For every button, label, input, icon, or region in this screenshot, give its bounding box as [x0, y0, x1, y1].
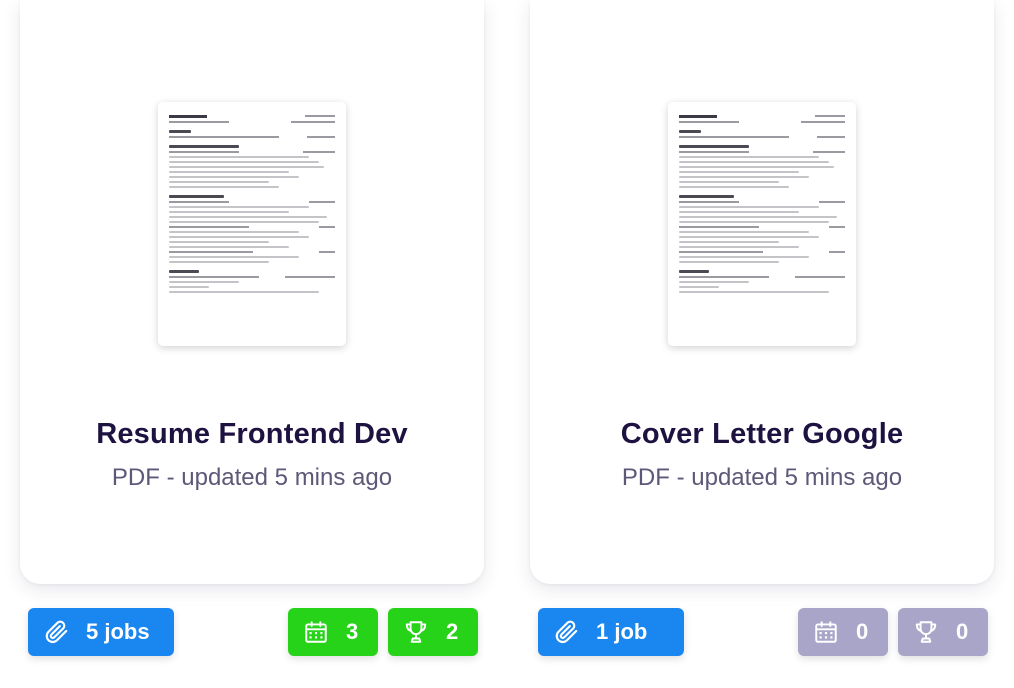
- paperclip-icon: [552, 618, 580, 646]
- paperclip-icon: [42, 618, 70, 646]
- interviews-count-button[interactable]: 0: [798, 608, 888, 656]
- document-card[interactable]: Cover Letter Google PDF - updated 5 mins…: [530, 0, 994, 584]
- jobs-count-label: 5 jobs: [86, 619, 150, 644]
- document-meta: PDF - updated 5 mins ago: [621, 464, 903, 491]
- calendar-icon: [302, 618, 330, 646]
- offers-count: 0: [956, 619, 969, 644]
- offers-count: 2: [446, 619, 459, 644]
- offers-count-button[interactable]: 2: [388, 608, 478, 656]
- jobs-count-button[interactable]: 5 jobs: [28, 608, 174, 656]
- interviews-count-button[interactable]: 3: [288, 608, 378, 656]
- offers-count-button[interactable]: 0: [898, 608, 988, 656]
- jobs-count-button[interactable]: 1 job: [538, 608, 684, 656]
- document-card[interactable]: Resume Frontend Dev PDF - updated 5 mins…: [20, 0, 484, 584]
- document-title[interactable]: Cover Letter Google: [620, 418, 904, 450]
- trophy-icon: [912, 618, 940, 646]
- document-title[interactable]: Resume Frontend Dev: [96, 418, 408, 450]
- calendar-icon: [812, 618, 840, 646]
- trophy-icon: [402, 618, 430, 646]
- interviews-count: 3: [346, 619, 359, 644]
- document-thumbnail[interactable]: [668, 102, 856, 346]
- document-thumbnail[interactable]: [158, 102, 346, 346]
- interviews-count: 0: [856, 619, 869, 644]
- jobs-count-label: 1 job: [596, 619, 648, 644]
- document-meta: PDF - updated 5 mins ago: [111, 464, 393, 491]
